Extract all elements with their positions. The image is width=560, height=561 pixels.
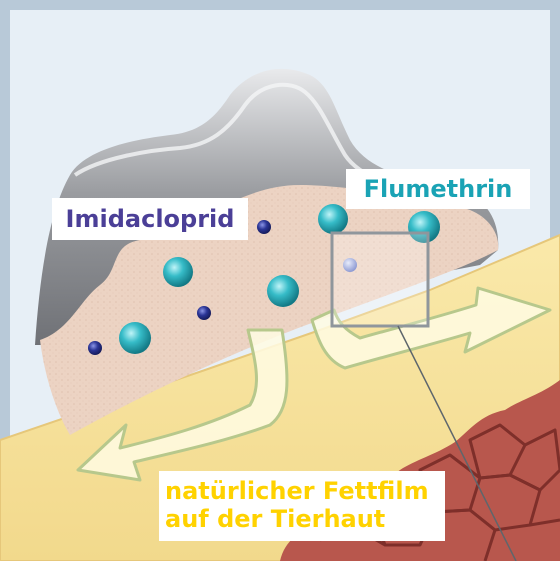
label-fettfilm: natürlicher Fettfilm auf der Tierhaut — [159, 471, 445, 541]
label-flumethrin: Flumethrin — [346, 169, 530, 209]
flumethrin-molecule — [119, 322, 151, 354]
label-imidacloprid: Imidacloprid — [52, 198, 248, 240]
label-fettfilm-line2: auf der Tierhaut — [165, 505, 445, 533]
flumethrin-molecule — [163, 257, 193, 287]
label-fettfilm-line1: natürlicher Fettfilm — [165, 477, 445, 505]
imidacloprid-molecule — [257, 220, 271, 234]
imidacloprid-molecule-highlighted — [343, 258, 357, 272]
imidacloprid-molecule — [88, 341, 102, 355]
imidacloprid-molecule — [197, 306, 211, 320]
zoom-frame — [332, 233, 428, 326]
flumethrin-molecule — [318, 204, 348, 234]
flumethrin-molecule — [267, 275, 299, 307]
